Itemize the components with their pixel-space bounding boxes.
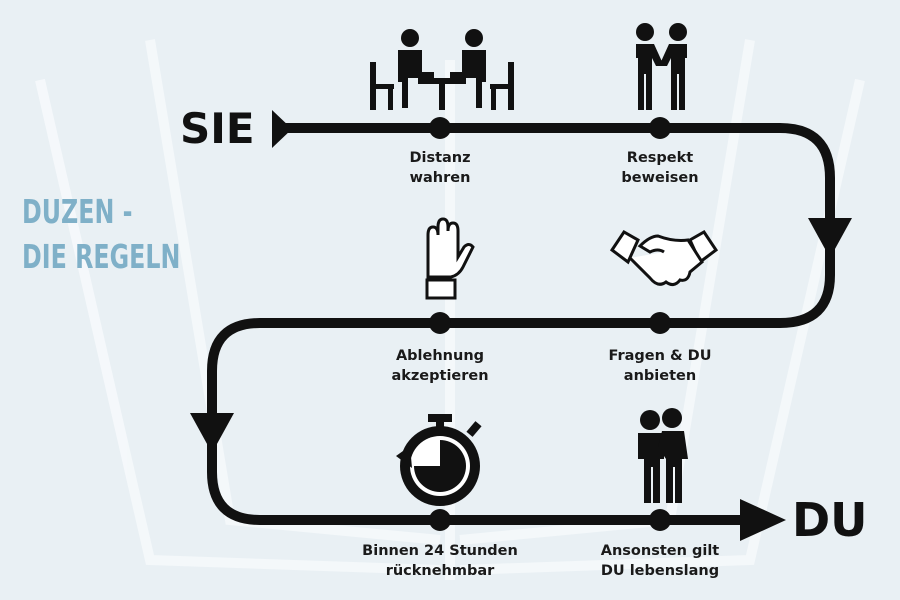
step-4-line-1: Fragen & DU	[608, 348, 712, 364]
dot-4	[649, 312, 671, 334]
title-line-1: DUZEN -	[22, 192, 133, 231]
step-3-line-1: Ablehnung	[395, 348, 485, 364]
title-line-2: DIE REGELN	[22, 237, 181, 276]
step-4-line-2: anbieten	[623, 368, 697, 384]
start-arrow	[272, 110, 292, 148]
step-6-line-2: DU lebenslang	[600, 563, 720, 579]
people-at-table-icon	[370, 29, 514, 110]
stopwatch-icon	[396, 414, 482, 506]
step-2-line-1: Respekt	[626, 150, 694, 166]
handshake-icon	[609, 230, 719, 287]
arrow-down-left	[190, 413, 234, 453]
step-5-line-1: Binnen 24 Stunden	[362, 543, 518, 559]
start-label: SIE	[180, 104, 255, 153]
hugging-people-icon	[638, 408, 688, 503]
step-label-1: Distanz wahren	[340, 148, 540, 188]
step-label-4: Fragen & DU anbieten	[560, 346, 760, 386]
raised-hand-icon	[425, 217, 475, 300]
step-label-3: Ablehnung akzeptieren	[340, 346, 540, 386]
dot-6	[649, 509, 671, 531]
dot-2	[649, 117, 671, 139]
step-6-line-1: Ansonsten gilt	[600, 543, 720, 559]
dot-1	[429, 117, 451, 139]
end-arrow	[740, 499, 786, 541]
people-shaking-hands-icon	[636, 23, 687, 110]
step-label-5: Binnen 24 Stunden rücknehmbar	[340, 541, 540, 581]
step-dots	[429, 117, 671, 531]
step-5-line-2: rücknehmbar	[385, 563, 495, 579]
step-1-line-2: wahren	[409, 170, 471, 186]
dot-5	[429, 509, 451, 531]
path-row-1	[207, 123, 835, 525]
step-label-6: Ansonsten gilt DU lebenslang	[560, 541, 760, 581]
step-3-line-2: akzeptieren	[391, 368, 489, 384]
step-label-2: Respekt beweisen	[560, 148, 760, 188]
step-1-line-1: Distanz	[409, 150, 471, 166]
dot-3	[429, 312, 451, 334]
arrow-down-right	[808, 218, 852, 258]
end-label: DU	[792, 493, 868, 547]
step-2-line-2: beweisen	[621, 170, 699, 186]
